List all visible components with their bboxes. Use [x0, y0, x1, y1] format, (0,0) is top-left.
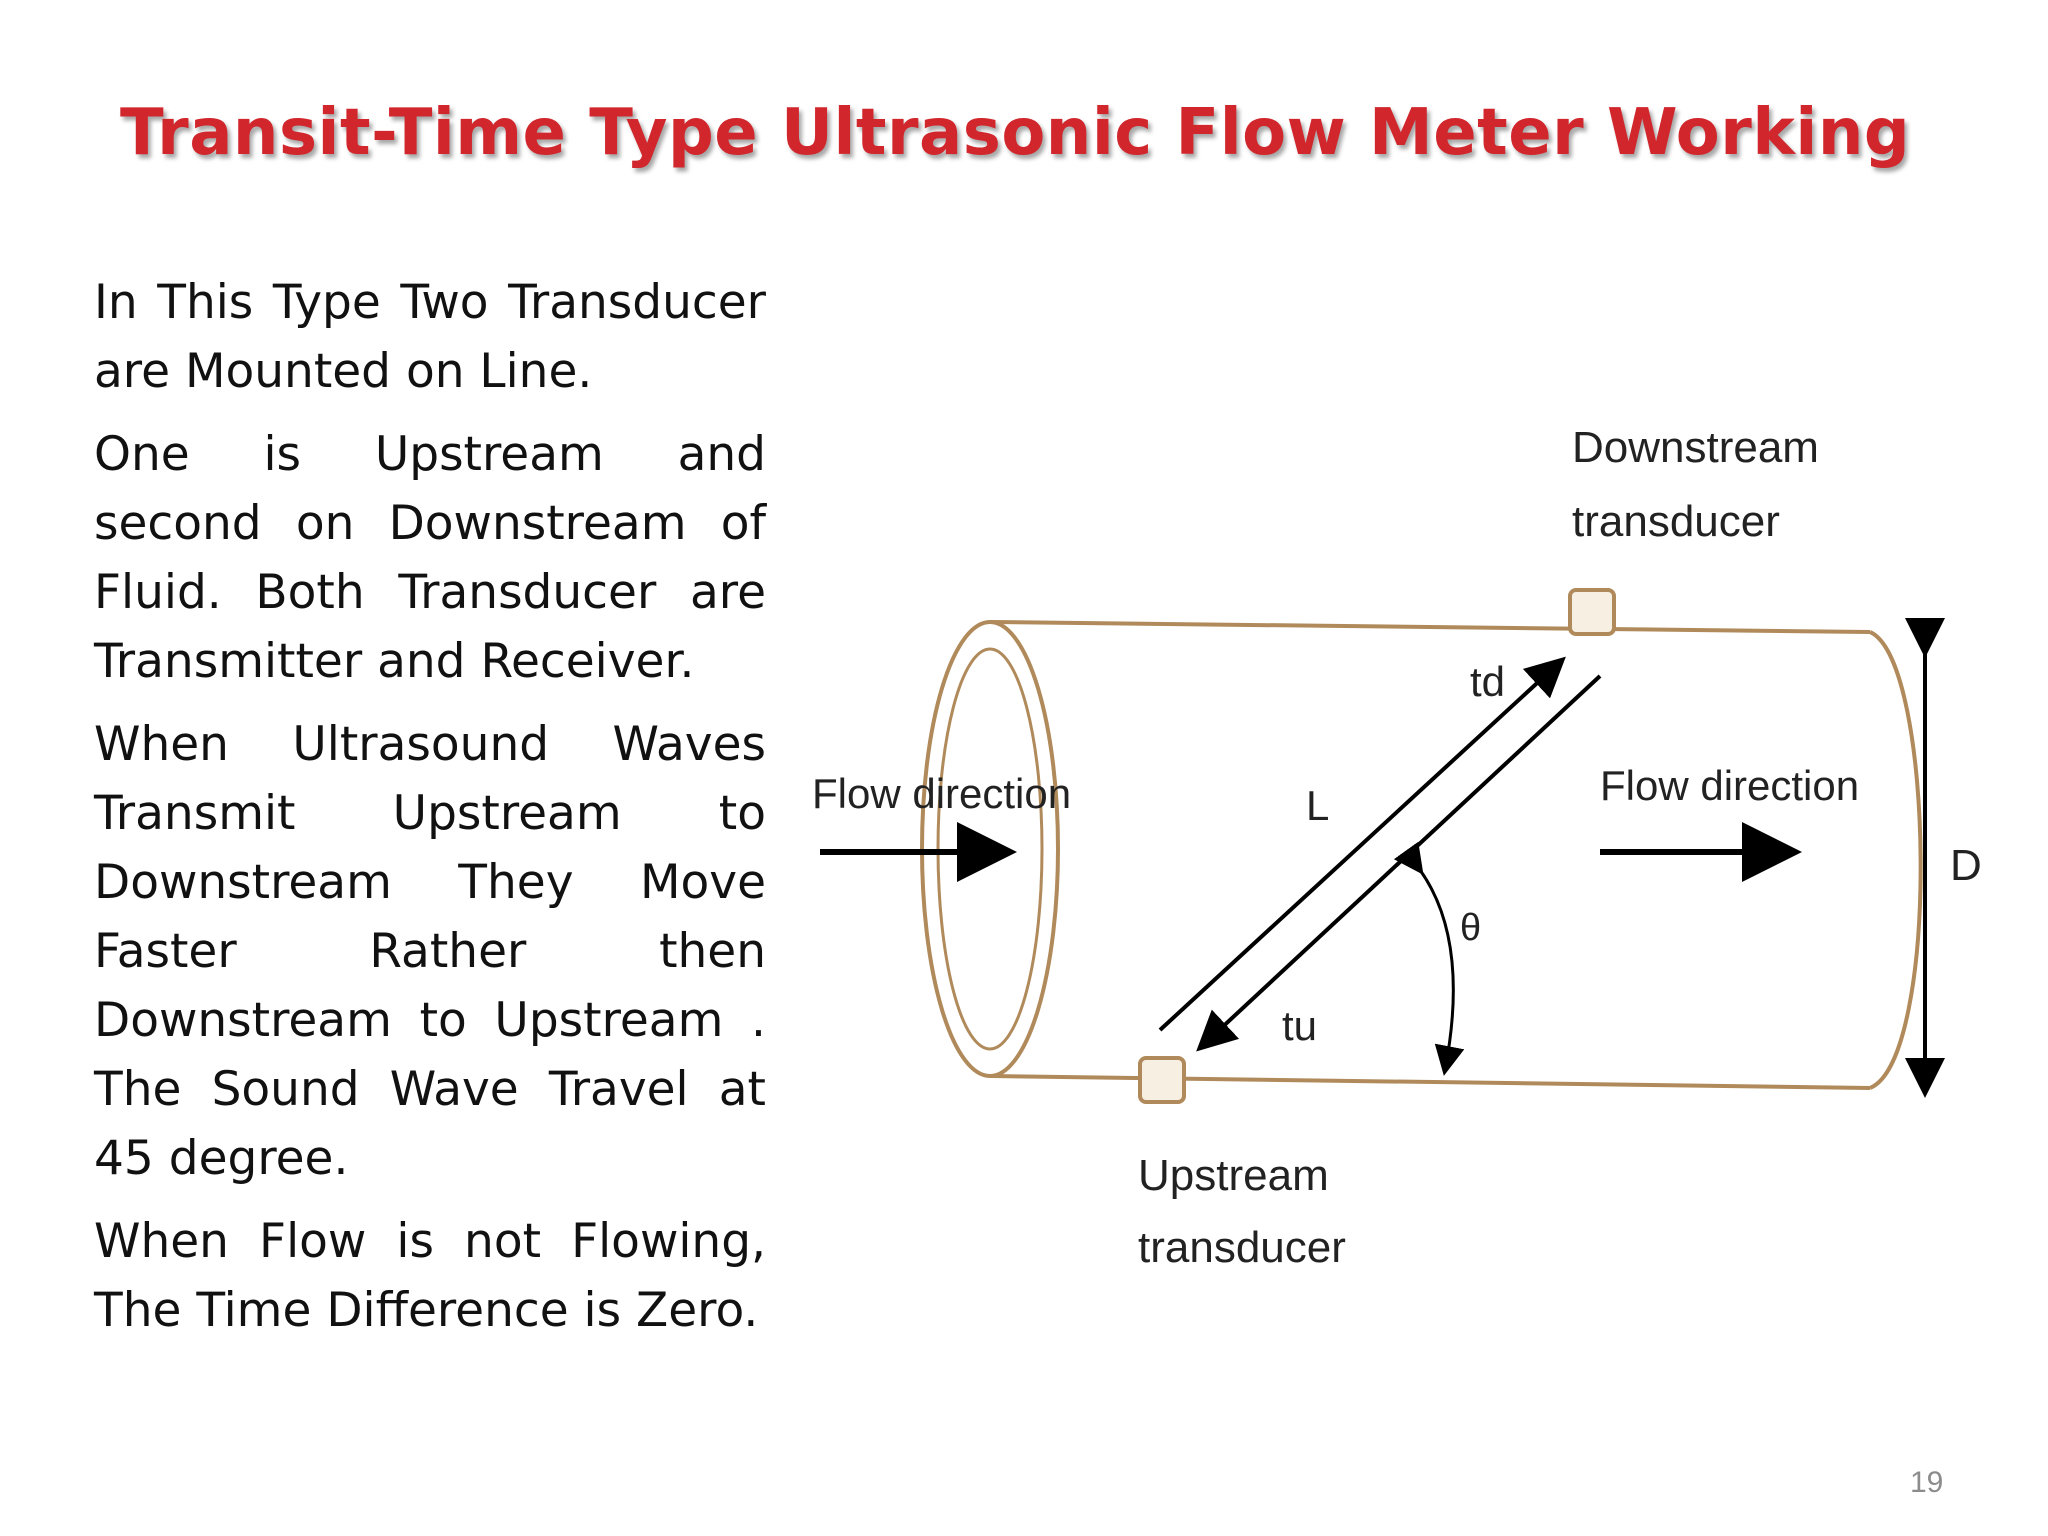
- paragraph: When Ultrasound Waves Transmit Upstream …: [94, 717, 766, 1186]
- theta-arc: [1393, 841, 1465, 1076]
- paragraph: In This Type Two Transducer are Mounted …: [94, 275, 766, 399]
- tu-label: tu: [1282, 1002, 1317, 1049]
- downstream-label-1: Downstream: [1572, 423, 1819, 472]
- downstream-label-2: transducer: [1572, 497, 1780, 546]
- paragraph: When Flow is not Flowing, The Time Diffe…: [94, 1214, 766, 1338]
- td-label: td: [1470, 658, 1505, 705]
- theta-label: θ: [1460, 907, 1481, 949]
- upstream-transducer: [1138, 1056, 1186, 1104]
- flow-direction-left-label: Flow direction: [812, 770, 1071, 817]
- downstream-transducer: [1568, 588, 1616, 636]
- slide-title: Transit-Time Type Ultrasonic Flow Meter …: [120, 96, 1911, 170]
- pipe-bottom-edge: [989, 1074, 1871, 1090]
- body-text: In This Type Two Transducer are Mounted …: [94, 268, 766, 1359]
- tu-path-arrow: [1196, 674, 1602, 1052]
- upstream-label-1: Upstream: [1138, 1151, 1329, 1200]
- flow-meter-diagram: Downstream transducer Upstream transduce…: [812, 423, 1982, 1272]
- flow-direction-right-label: Flow direction: [1600, 762, 1859, 809]
- upstream-label-2: transducer: [1138, 1223, 1346, 1272]
- paragraph: One is Upstream and second on Downstream…: [94, 427, 766, 689]
- pipe-outlet-curve: [1869, 630, 1923, 1090]
- page-number: 19: [1910, 1466, 1944, 1499]
- td-path-arrow: [1158, 656, 1566, 1032]
- diameter-label: D: [1950, 841, 1982, 890]
- pipe-top-edge: [989, 620, 1871, 634]
- path-length-label: L: [1306, 782, 1329, 829]
